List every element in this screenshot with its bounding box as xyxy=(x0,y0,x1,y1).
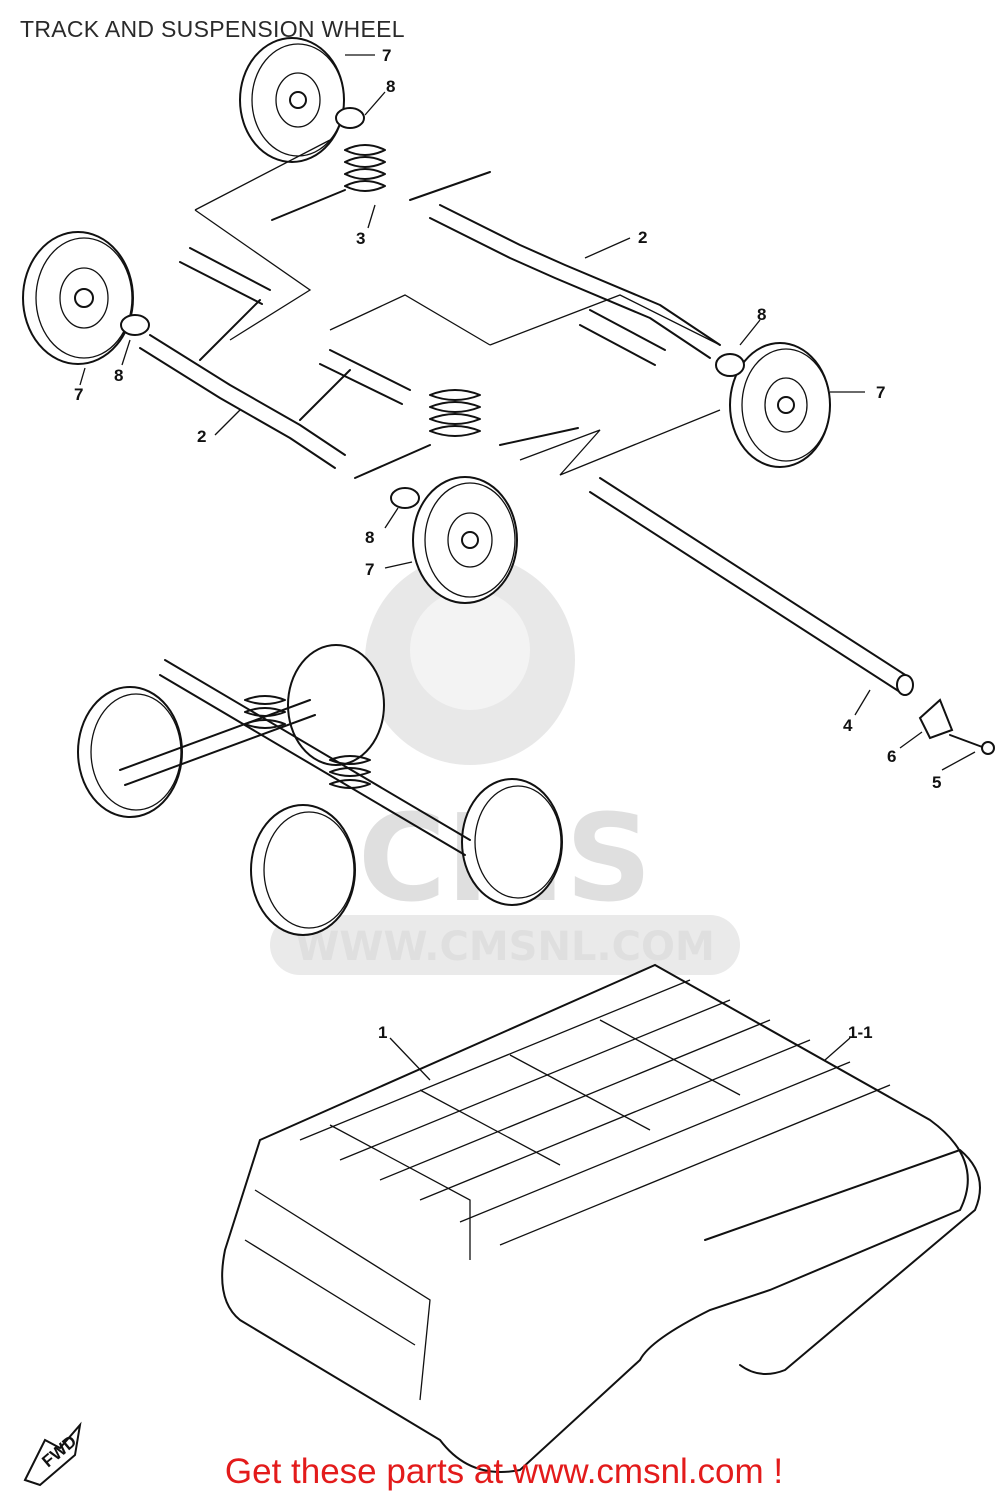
wheel-right xyxy=(729,342,831,468)
callout-5: 5 xyxy=(932,773,941,792)
callout-2-right: 2 xyxy=(638,228,647,247)
footer-link-text[interactable]: Get these parts at www.cmsnl.com ! xyxy=(224,1452,784,1491)
callout-7-center: 7 xyxy=(365,560,374,579)
bracket xyxy=(918,698,995,755)
wheel-top xyxy=(239,37,345,163)
wheel-center xyxy=(412,476,518,604)
callout-7-right: 7 xyxy=(876,383,885,402)
guide-lines xyxy=(194,139,721,476)
watermark: CMS WWW.CMSNL.COM xyxy=(270,555,740,975)
callouts: 7 8 3 2 7 8 2 8 7 8 7 4 6 5 1 1-1 xyxy=(74,46,941,1042)
callout-8-right: 8 xyxy=(757,305,766,324)
suspension-arms xyxy=(139,204,721,469)
callout-6: 6 xyxy=(887,747,896,766)
callout-1: 1 xyxy=(378,1023,387,1042)
callout-8-center: 8 xyxy=(365,528,374,547)
callout-7-top: 7 xyxy=(382,46,391,65)
callout-7-left: 7 xyxy=(74,385,83,404)
watermark-url: WWW.CMSNL.COM xyxy=(295,924,715,970)
callout-2-left: 2 xyxy=(197,427,206,446)
collars xyxy=(120,107,745,509)
assembled-suspension xyxy=(77,644,563,936)
callout-1-1: 1-1 xyxy=(848,1023,873,1042)
callout-4: 4 xyxy=(843,716,853,735)
callout-3: 3 xyxy=(356,229,365,248)
springs xyxy=(271,144,579,479)
track-belt xyxy=(221,963,981,1473)
diagram-title: TRACK AND SUSPENSION WHEEL xyxy=(20,16,405,42)
leader-lines xyxy=(79,54,976,1081)
callout-8-left: 8 xyxy=(114,366,123,385)
wheel-left xyxy=(22,231,134,365)
callout-8-top: 8 xyxy=(386,77,395,96)
cross-shaft xyxy=(589,477,914,696)
